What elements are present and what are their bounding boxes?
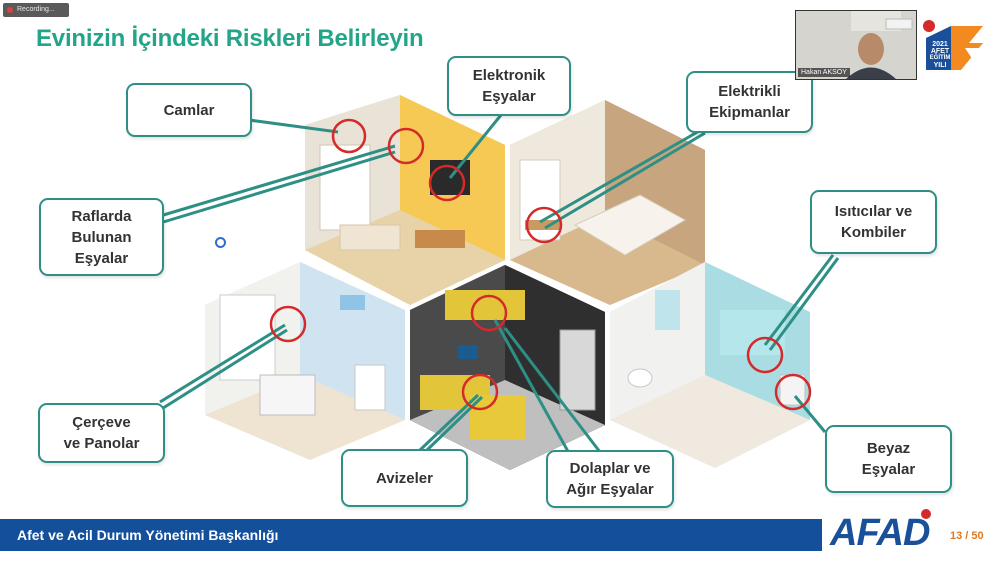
label-avizeler: Avizeler (341, 449, 468, 507)
logo-line1: AFET (930, 48, 950, 55)
logo-line2: EĞİTİM (929, 55, 951, 61)
label-elektronik: Elektronik Eşyalar (447, 56, 571, 116)
label-cerceve: Çerçeve ve Panolar (38, 403, 165, 463)
record-icon (7, 7, 13, 13)
footer-organization: Afet ve Acil Durum Yönetimi Başkanlığı (17, 527, 279, 543)
logo-graphic (923, 20, 983, 70)
logo-year: 2021 (932, 41, 948, 48)
webcam-video: Hakan AKSOY (795, 10, 917, 80)
living-room (305, 95, 505, 305)
risk-highlights (269, 118, 812, 411)
page-number: 13 / 50 (950, 530, 984, 542)
label-dolaplar: Dolaplar ve Ağır Eşyalar (546, 450, 674, 508)
recording-indicator: Recording... (3, 3, 69, 17)
label-raflarda: Raflarda Bulunan Eşyalar (39, 198, 164, 276)
label-elektrikli: Elektrikli Ekipmanlar (686, 71, 813, 133)
flag-crescent-icon (921, 509, 931, 519)
afad-logo: AFAD (830, 512, 930, 554)
bathroom (610, 262, 810, 468)
pointer-cursor (215, 237, 226, 248)
label-camlar: Camlar (126, 83, 252, 137)
leader-lines (159, 114, 840, 456)
footer-bar (0, 519, 822, 551)
kids-room (205, 262, 405, 460)
slide-title: Evinizin İçindeki Riskleri Belirleyin (36, 25, 424, 52)
bedroom (510, 100, 705, 305)
label-beyaz: Beyaz Eşyalar (825, 425, 952, 493)
webcam-name-label: Hakan AKSOY (798, 68, 850, 77)
logo-line3: YILI (933, 62, 947, 69)
label-isiticilar: Isıtıcılar ve Kombiler (810, 190, 937, 254)
afet-egitim-yili-logo: 2021 AFET EĞİTİM YILI (921, 18, 987, 70)
webcam-feed (796, 11, 916, 79)
recording-label: Recording... (17, 6, 55, 13)
